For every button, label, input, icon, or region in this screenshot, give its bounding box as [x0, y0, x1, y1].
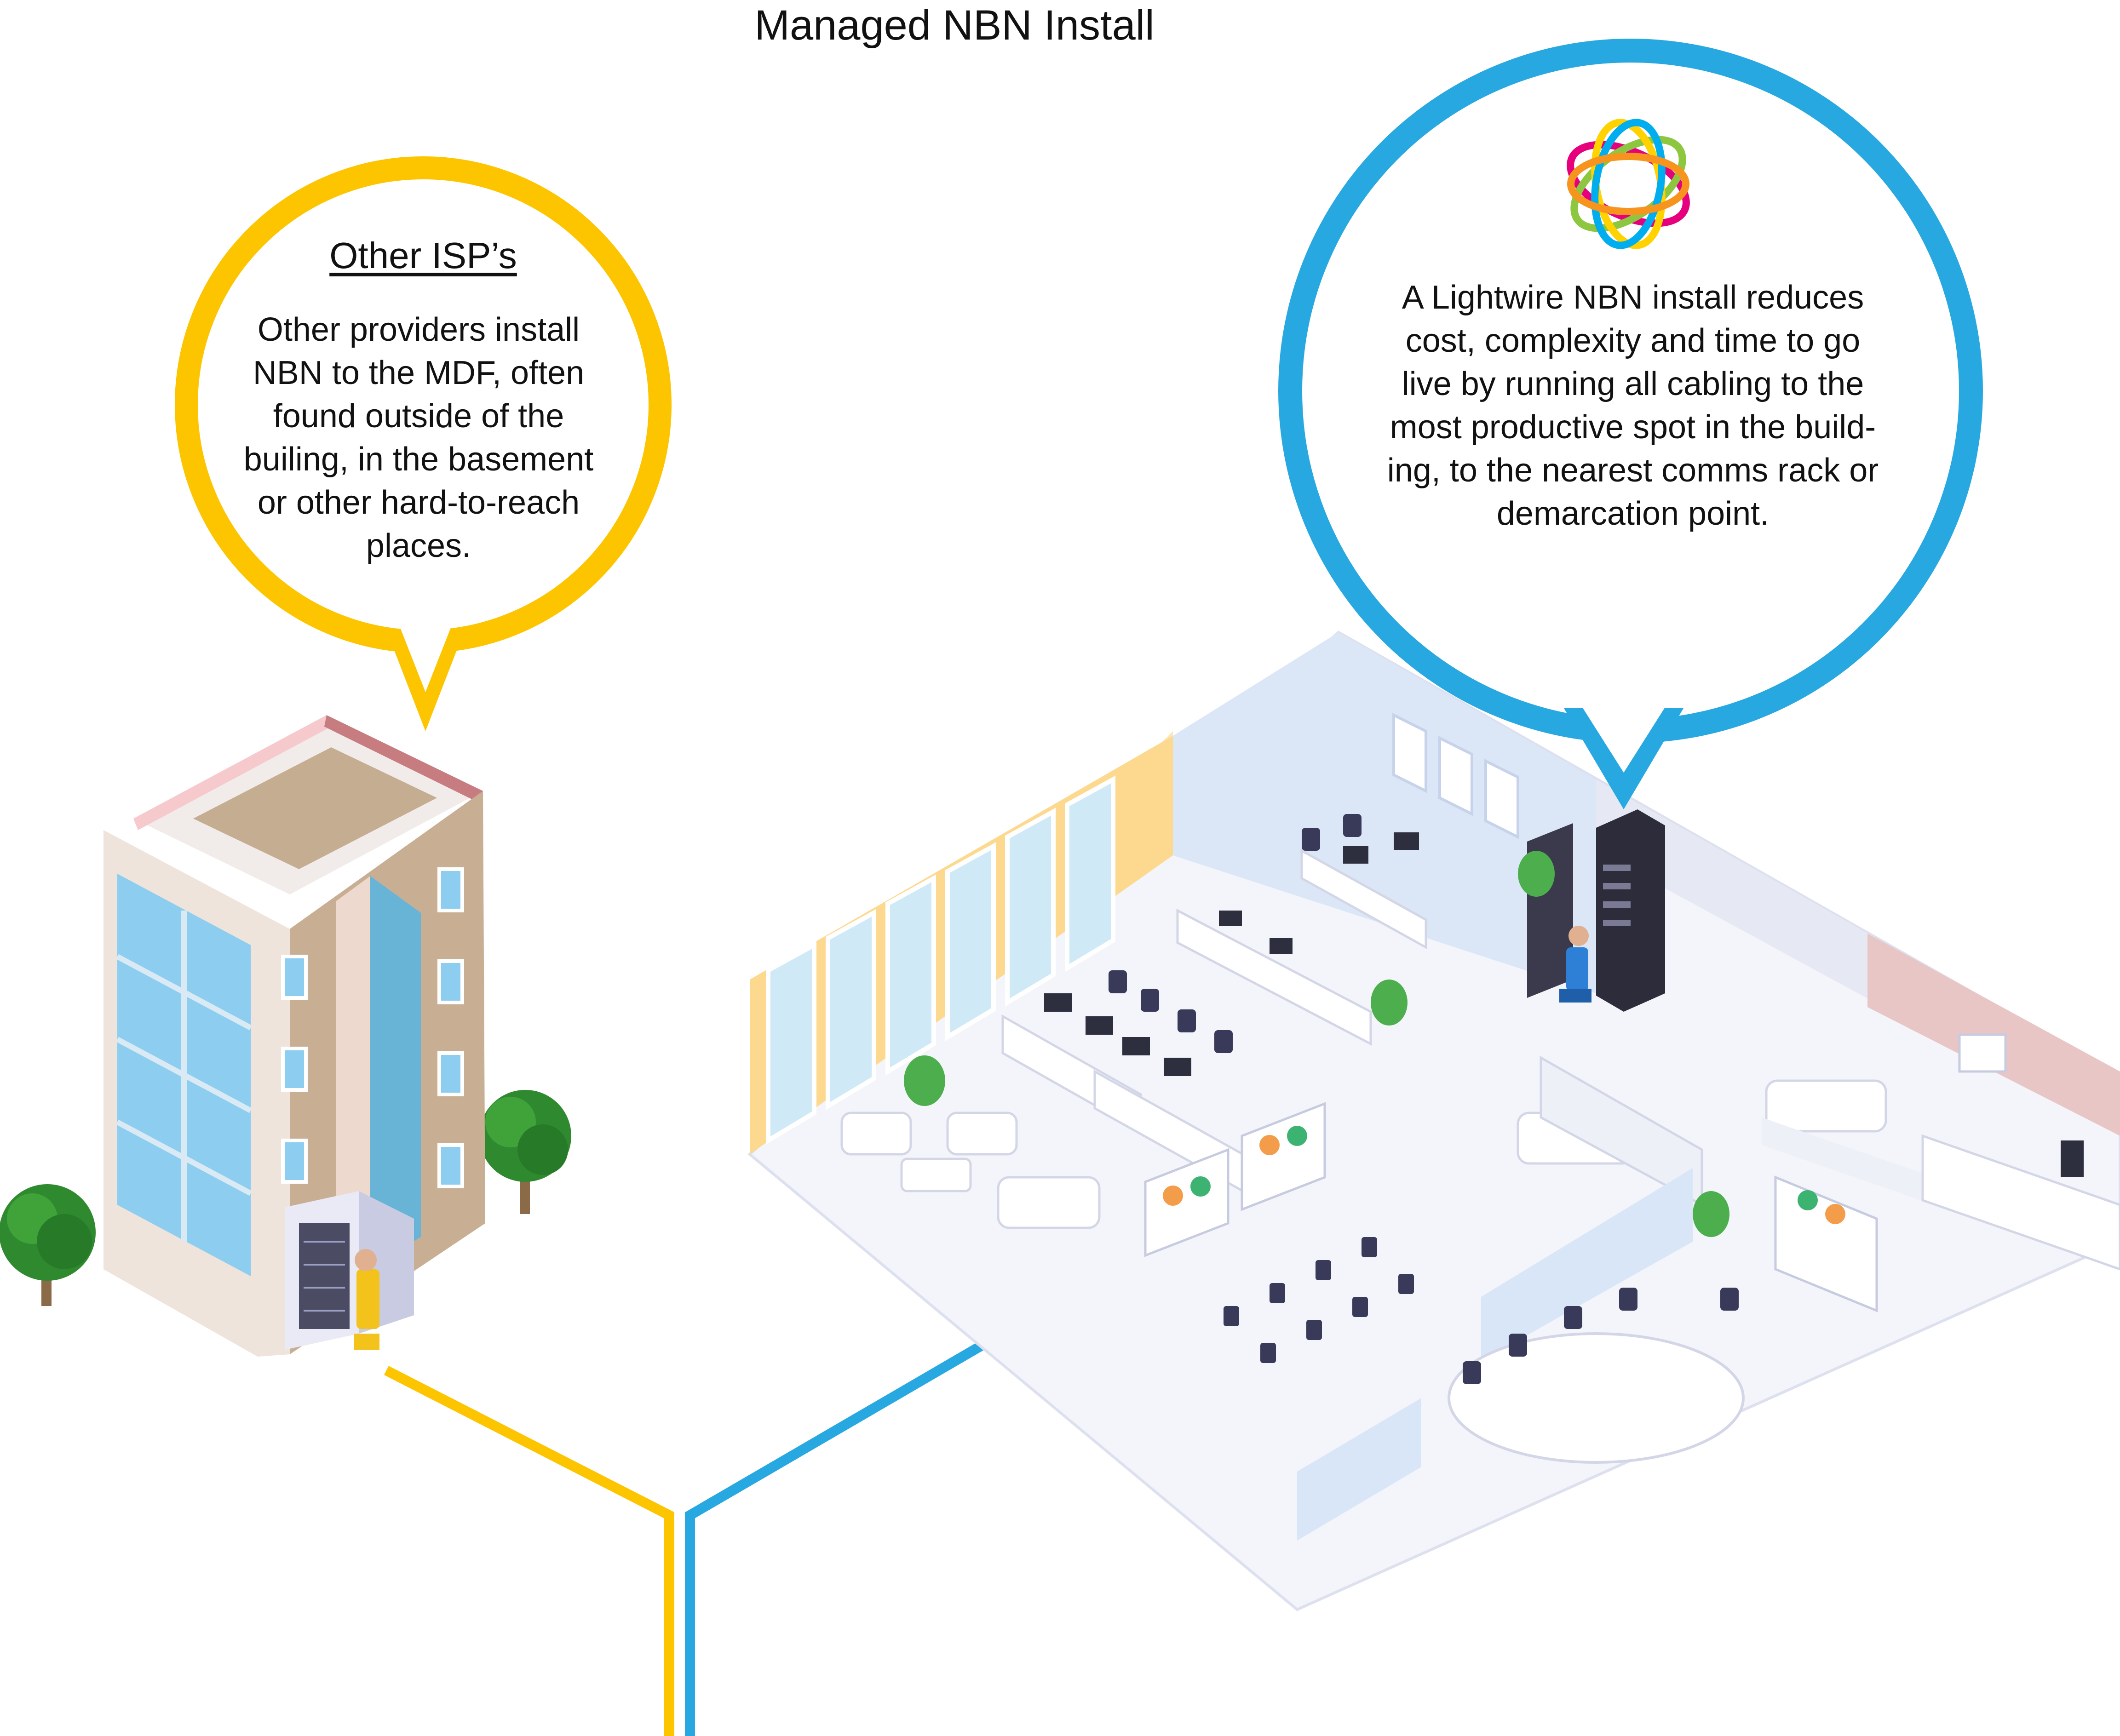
lightwire-description: A Lightwire NBN install reduces cost, co… — [1387, 279, 1879, 532]
tree-left — [0, 1184, 96, 1306]
technician-blue — [1559, 926, 1591, 1003]
mdf-cabinet — [285, 1191, 414, 1350]
other-isp-cable — [384, 1366, 674, 1736]
other-isp-building — [0, 715, 571, 1357]
comms-rack — [1527, 809, 1665, 1012]
other-isp-bubble — [175, 156, 672, 731]
lightwire-bubble — [1278, 39, 1983, 809]
lightwire-orbit-logo — [1567, 119, 1690, 249]
tree-right — [479, 1090, 571, 1214]
meeting-table — [1448, 1332, 1745, 1464]
office-floorplan — [747, 630, 2120, 1611]
whiteboards — [1144, 1102, 1878, 1312]
page-title: Managed NBN Install — [754, 2, 1155, 49]
technician-yellow — [354, 1249, 379, 1350]
other-isp-heading: Other ISP’s — [329, 235, 517, 276]
other-isp-description: Other providers install NBN to the MDF, … — [243, 311, 594, 564]
